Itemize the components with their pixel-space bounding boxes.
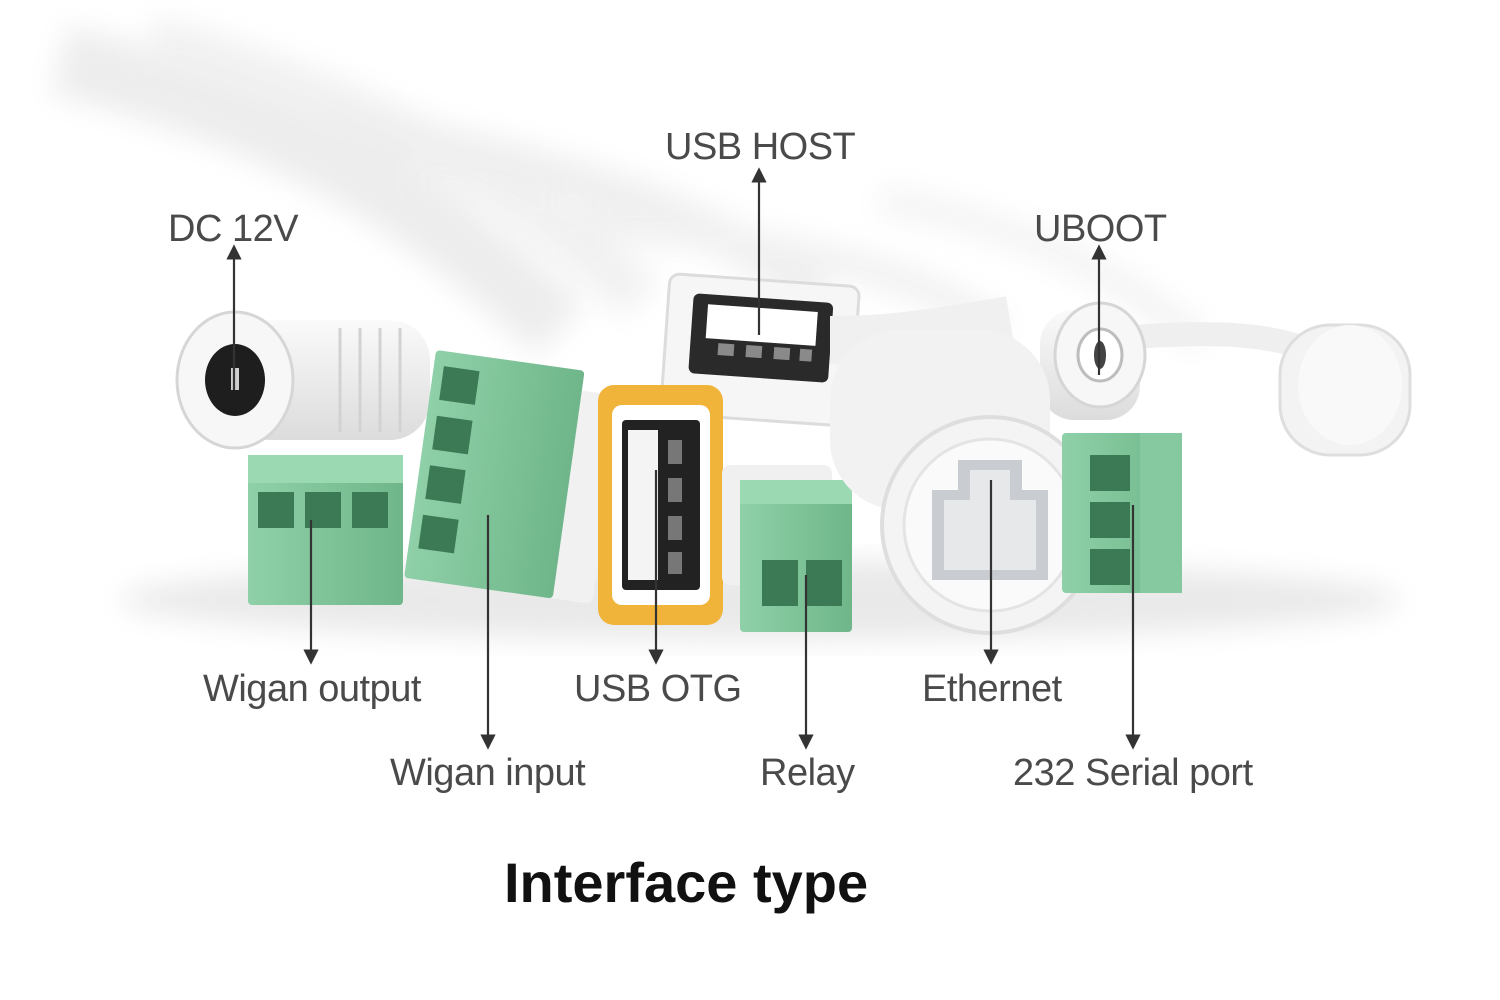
- label-ethernet: Ethernet: [922, 668, 1062, 710]
- ethernet-connector: [830, 330, 1100, 635]
- label-serial-232: 232 Serial port: [1013, 752, 1253, 794]
- wigan-input-connector: [404, 350, 621, 604]
- wigan-output-connector: [248, 455, 403, 605]
- label-usb-otg: USB OTG: [574, 668, 742, 710]
- usb-otg-connector: [598, 385, 723, 625]
- dust-cap: [1278, 323, 1412, 457]
- serial-232-connector: [1062, 433, 1182, 593]
- dc-jack: [175, 310, 430, 450]
- relay-connector: [722, 465, 852, 632]
- label-dc12v: DC 12V: [168, 208, 299, 250]
- label-usb-host: USB HOST: [665, 126, 856, 168]
- background-cables: [51, 15, 1209, 356]
- label-wigan-input: Wigan input: [390, 752, 586, 794]
- label-wigan-output: Wigan output: [203, 668, 421, 710]
- diagram-title: Interface type: [504, 851, 869, 914]
- uboot-connector: [1040, 301, 1147, 420]
- label-uboot: UBOOT: [1034, 208, 1167, 250]
- callout-arrows: [226, 167, 1141, 750]
- label-relay: Relay: [760, 752, 855, 794]
